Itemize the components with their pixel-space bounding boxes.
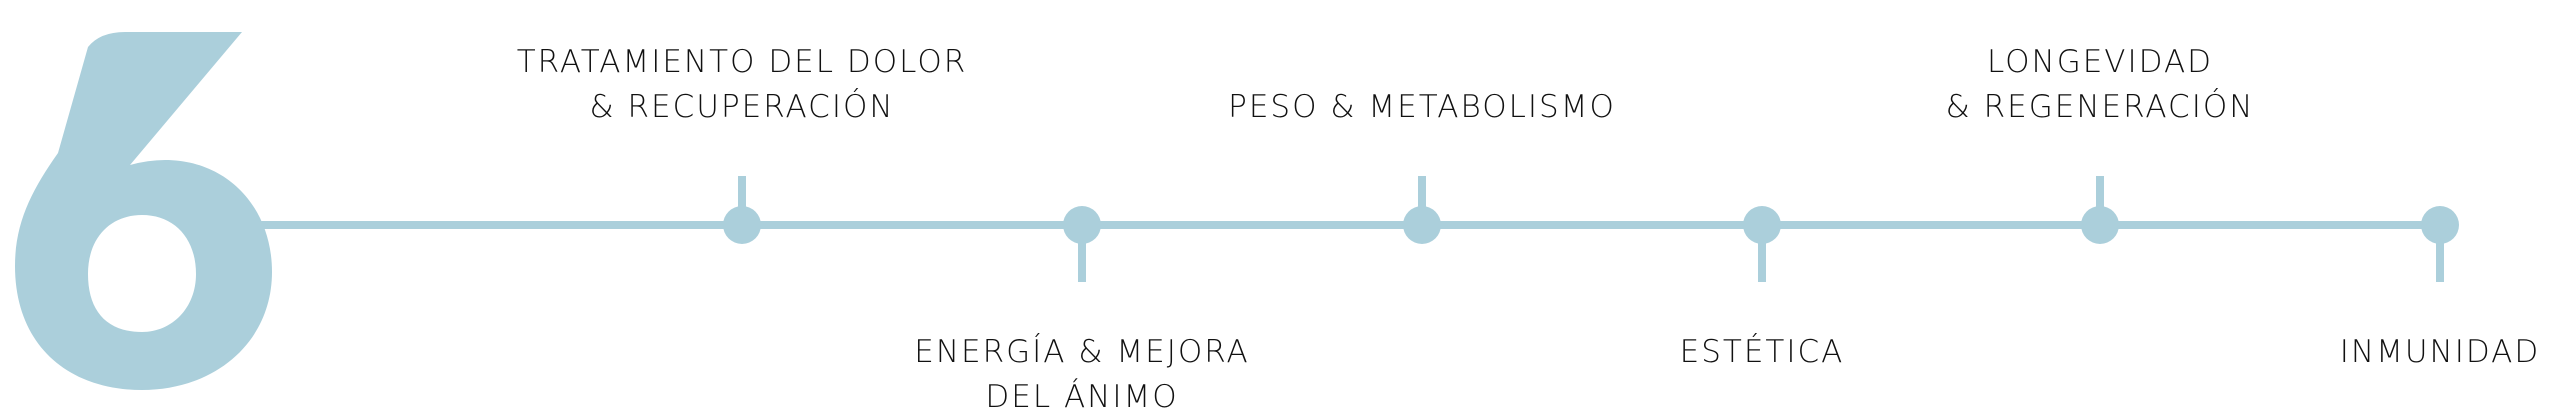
timeline-label: ESTÉTICA (1442, 330, 2082, 375)
timeline-node (1743, 206, 1781, 244)
timeline-node (2081, 206, 2119, 244)
timeline-label: INMUNIDAD (2120, 330, 2560, 375)
timeline-label: PESO & METABOLISMO (1102, 85, 1742, 130)
timeline-label-line: & RECUPERACIÓN (589, 89, 895, 125)
timeline-label: TRATAMIENTO DEL DOLOR & RECUPERACIÓN (422, 40, 1062, 130)
timeline-node (1403, 206, 1441, 244)
timeline-tick (738, 176, 746, 216)
timeline-label-line: & REGENERACIÓN (1945, 89, 2255, 125)
timeline-node (723, 206, 761, 244)
timeline-tick (2436, 220, 2444, 282)
timeline-tick (1418, 176, 1426, 216)
timeline-label-line: ENERGÍA & MEJORA (914, 334, 1250, 370)
number-six-graphic (15, 32, 272, 390)
timeline-label-line: LONGEVIDAD (1986, 44, 2214, 80)
timeline-label-line: INMUNIDAD (2339, 334, 2541, 370)
timeline-label-line: TRATAMIENTO DEL DOLOR (516, 44, 968, 80)
timeline-tick (1078, 220, 1086, 282)
timeline-label: ENERGÍA & MEJORA DEL ÁNIMO (762, 330, 1402, 420)
timeline-label-line: DEL ÁNIMO (985, 379, 1179, 415)
timeline-line (250, 221, 2440, 229)
timeline-label-line: PESO & METABOLISMO (1228, 89, 1616, 125)
timeline-label: LONGEVIDAD & REGENERACIÓN (1780, 40, 2420, 130)
timeline-tick (1758, 220, 1766, 282)
timeline-node (2421, 206, 2459, 244)
timeline-label-line: ESTÉTICA (1679, 334, 1845, 370)
timeline-node (1063, 206, 1101, 244)
timeline-tick (2096, 176, 2104, 216)
